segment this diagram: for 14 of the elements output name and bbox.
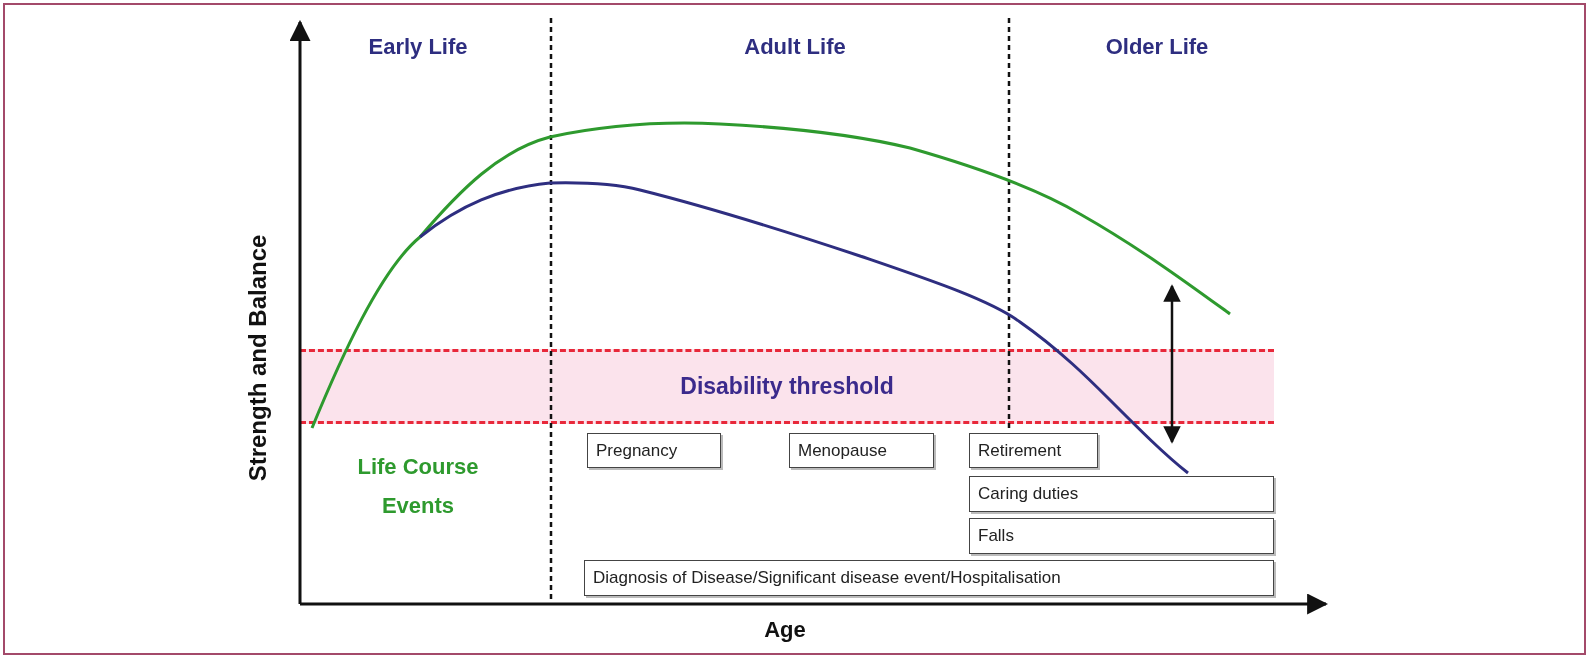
phase-heading: Adult Life bbox=[744, 32, 846, 61]
axis-title: Age bbox=[764, 615, 806, 644]
events-heading: Life Course Events bbox=[356, 452, 480, 519]
event-box: Retirement bbox=[969, 433, 1098, 468]
threshold-label: Disability threshold bbox=[680, 373, 894, 400]
phase-heading: Older Life bbox=[1105, 32, 1209, 61]
event-box: Menopause bbox=[789, 433, 934, 468]
phase-heading: Early Life bbox=[368, 32, 468, 61]
event-box: Diagnosis of Disease/Significant disease event/Hospitalisation bbox=[584, 560, 1274, 596]
event-box: Falls bbox=[969, 518, 1274, 554]
axis-title: Strength and Balance bbox=[243, 234, 272, 482]
threshold-band bbox=[300, 349, 1274, 424]
event-box: Caring duties bbox=[969, 476, 1274, 512]
event-box: Pregnancy bbox=[587, 433, 721, 468]
